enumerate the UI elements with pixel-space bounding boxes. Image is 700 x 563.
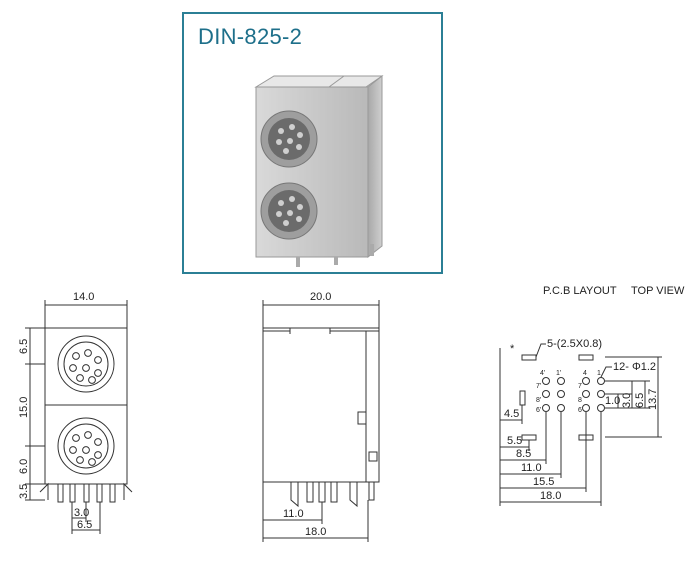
pcb-dim-1-0: 1.0 <box>605 395 620 407</box>
pcb-dim-18-0: 18.0 <box>540 490 561 502</box>
product-title: DIN-825-2 <box>198 24 303 49</box>
pcb-marker: * <box>510 343 515 355</box>
front-dim-top: 6.5 <box>18 339 30 354</box>
side-base-length: 18.0 <box>305 526 326 538</box>
pcb-dim-6-5: 6.5 <box>634 393 646 408</box>
pcb-pin-label: 4' <box>540 370 545 377</box>
pcb-pin-label: 7 <box>578 383 582 390</box>
front-pitch-large: 6.5 <box>77 519 92 531</box>
pcb-pin-label: 7' <box>536 383 541 390</box>
pcb-pin-label: 6 <box>578 407 582 414</box>
side-pin-offset: 11.0 <box>283 508 304 520</box>
front-dim-pin: 3.5 <box>18 484 30 499</box>
connector-photo <box>254 74 384 267</box>
top-view-header: TOP VIEW <box>631 285 685 297</box>
pcb-pin-label: 4 <box>583 370 587 377</box>
side-view <box>262 300 380 542</box>
front-pitch-small: 3.0 <box>74 507 89 519</box>
pcb-dim-11-0: 11.0 <box>521 462 542 474</box>
pcb-dim-5-5: 5.5 <box>507 435 522 447</box>
pcb-hole-label: 12- Φ1.2 <box>613 361 656 373</box>
pcb-dim-15-5: 15.5 <box>533 476 554 488</box>
pcb-dim-3-0: 3.0 <box>621 393 633 408</box>
side-length-label: 20.0 <box>310 291 331 303</box>
front-view <box>25 300 133 534</box>
pcb-layout <box>499 343 662 506</box>
front-dim-low: 6.0 <box>18 459 30 474</box>
pcb-pin-label: 8 <box>578 397 582 404</box>
pcb-pin-label: 1' <box>556 370 561 377</box>
front-dim-mid: 15.0 <box>18 397 30 418</box>
front-width-label: 14.0 <box>73 291 94 303</box>
pcb-pin-label: 8' <box>536 397 541 404</box>
pcb-layout-header: P.C.B LAYOUT <box>543 285 617 297</box>
pcb-dim-4-5: 4.5 <box>504 408 519 420</box>
pcb-slot-label: 5-(2.5X0.8) <box>547 338 602 350</box>
pcb-pin-label: 1 <box>597 370 601 377</box>
product-photo-frame: DIN-825-2 <box>182 12 443 274</box>
pcb-pin-label: 6' <box>536 407 541 414</box>
pcb-dim-13-7: 13.7 <box>647 389 659 410</box>
pcb-dim-8-5: 8.5 <box>516 448 531 460</box>
